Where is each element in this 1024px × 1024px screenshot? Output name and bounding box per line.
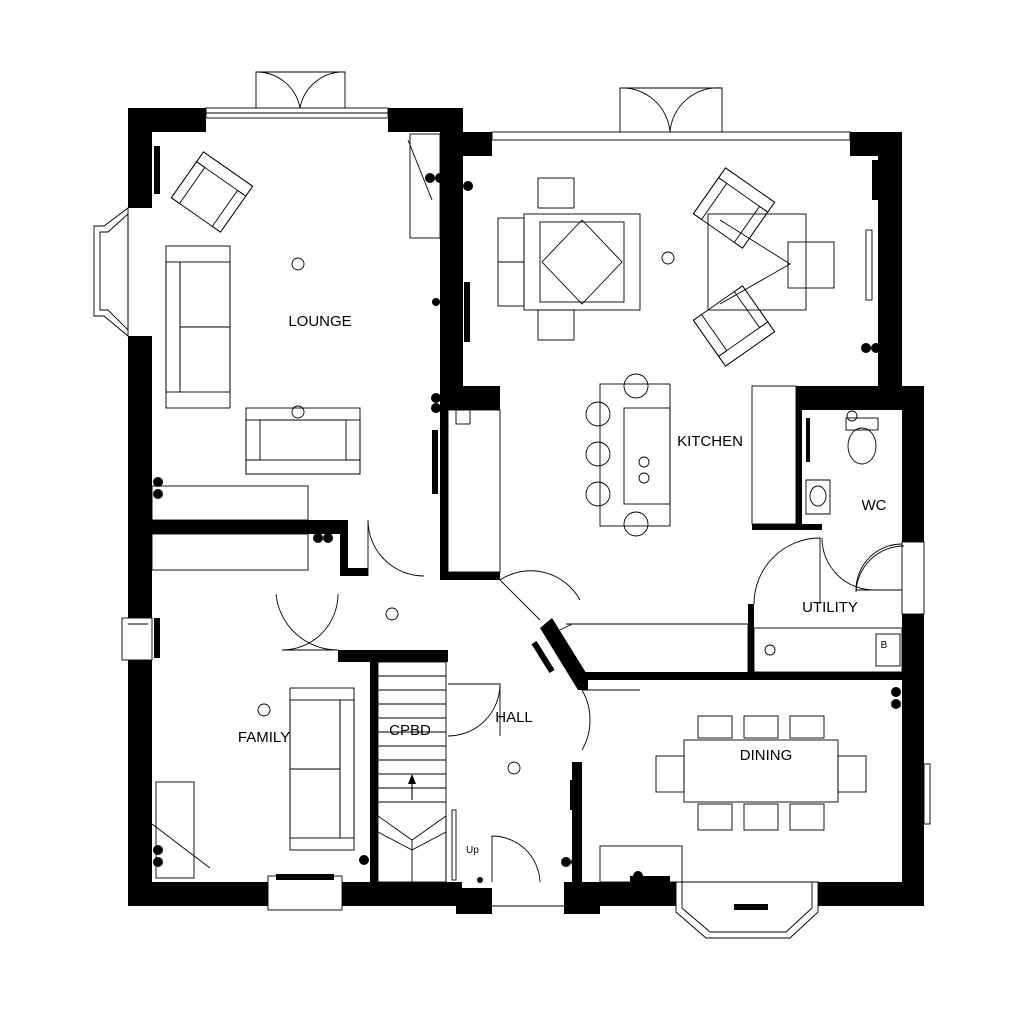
wall-angled-hall [540,618,588,690]
wall-right-lower [902,614,924,906]
wall-lounge-family-stub [340,520,348,576]
bay-window-dining [675,881,819,939]
furniture-family [151,533,355,879]
ceiling-lights [257,251,858,775]
wall-bottom-hall-post [456,888,492,914]
wall-bottom-dining-post [564,888,600,914]
walls [128,108,924,914]
room-labels: LOUNGE KITCHEN WC UTILITY FAMILY CPBD HA… [238,313,888,856]
wall-bottom-family [342,882,462,906]
wall-lounge-kitchen [440,108,463,408]
wall-dining-left [572,762,582,882]
wall-right-upper [878,132,902,386]
furniture-wc [805,417,879,515]
wall-kitchen-dining [578,672,902,680]
wall-wc-right [902,386,924,542]
lounge-door-swing [367,519,425,577]
wall-utility-left [748,604,754,676]
wall-lounge-family-end [340,568,368,576]
boiler-label: B [881,640,888,651]
wall-stair-left [370,650,378,882]
stair-arrow-icon [408,774,416,784]
wall-lounge-family [152,520,344,534]
wall-wc-left [796,398,802,528]
wall-kitchen-hall-left [440,386,448,580]
room-label-family: FAMILY [238,729,290,746]
wall-wc-bottom [752,524,822,530]
room-label-wc: WC [862,497,887,514]
room-label-kitchen: KITCHEN [677,433,743,450]
wall-left-lower [128,660,152,906]
wall-bottom-dining-right [818,882,924,906]
wall-top-lounge-left [128,108,206,132]
furniture-utility [753,627,903,673]
staircase [377,661,457,883]
room-label-utility: UTILITY [802,599,858,616]
wall-family-hall [338,650,448,662]
wall-bottom-left [128,882,268,906]
door-swings [275,519,905,883]
windows [93,71,931,939]
wall-left-mid [128,336,152,618]
wall-kitchen-top-left [440,132,492,156]
wall-kitchen-hall-bottom [440,572,500,580]
furniture-kitchen [447,167,873,672]
appliance-symbols [153,173,901,883]
radiators [154,146,878,882]
room-label-lounge: LOUNGE [288,313,351,330]
room-label-dining: DINING [740,747,793,764]
wall-kitchen-hall-upper [440,386,500,410]
room-label-hall: HALL [495,709,533,726]
furniture-lounge [151,133,441,521]
furniture-dining [599,715,867,883]
room-label-cpbd: CPBD [389,722,431,739]
stair-up-label: Up [466,845,479,856]
bay-window-lounge [93,207,129,337]
